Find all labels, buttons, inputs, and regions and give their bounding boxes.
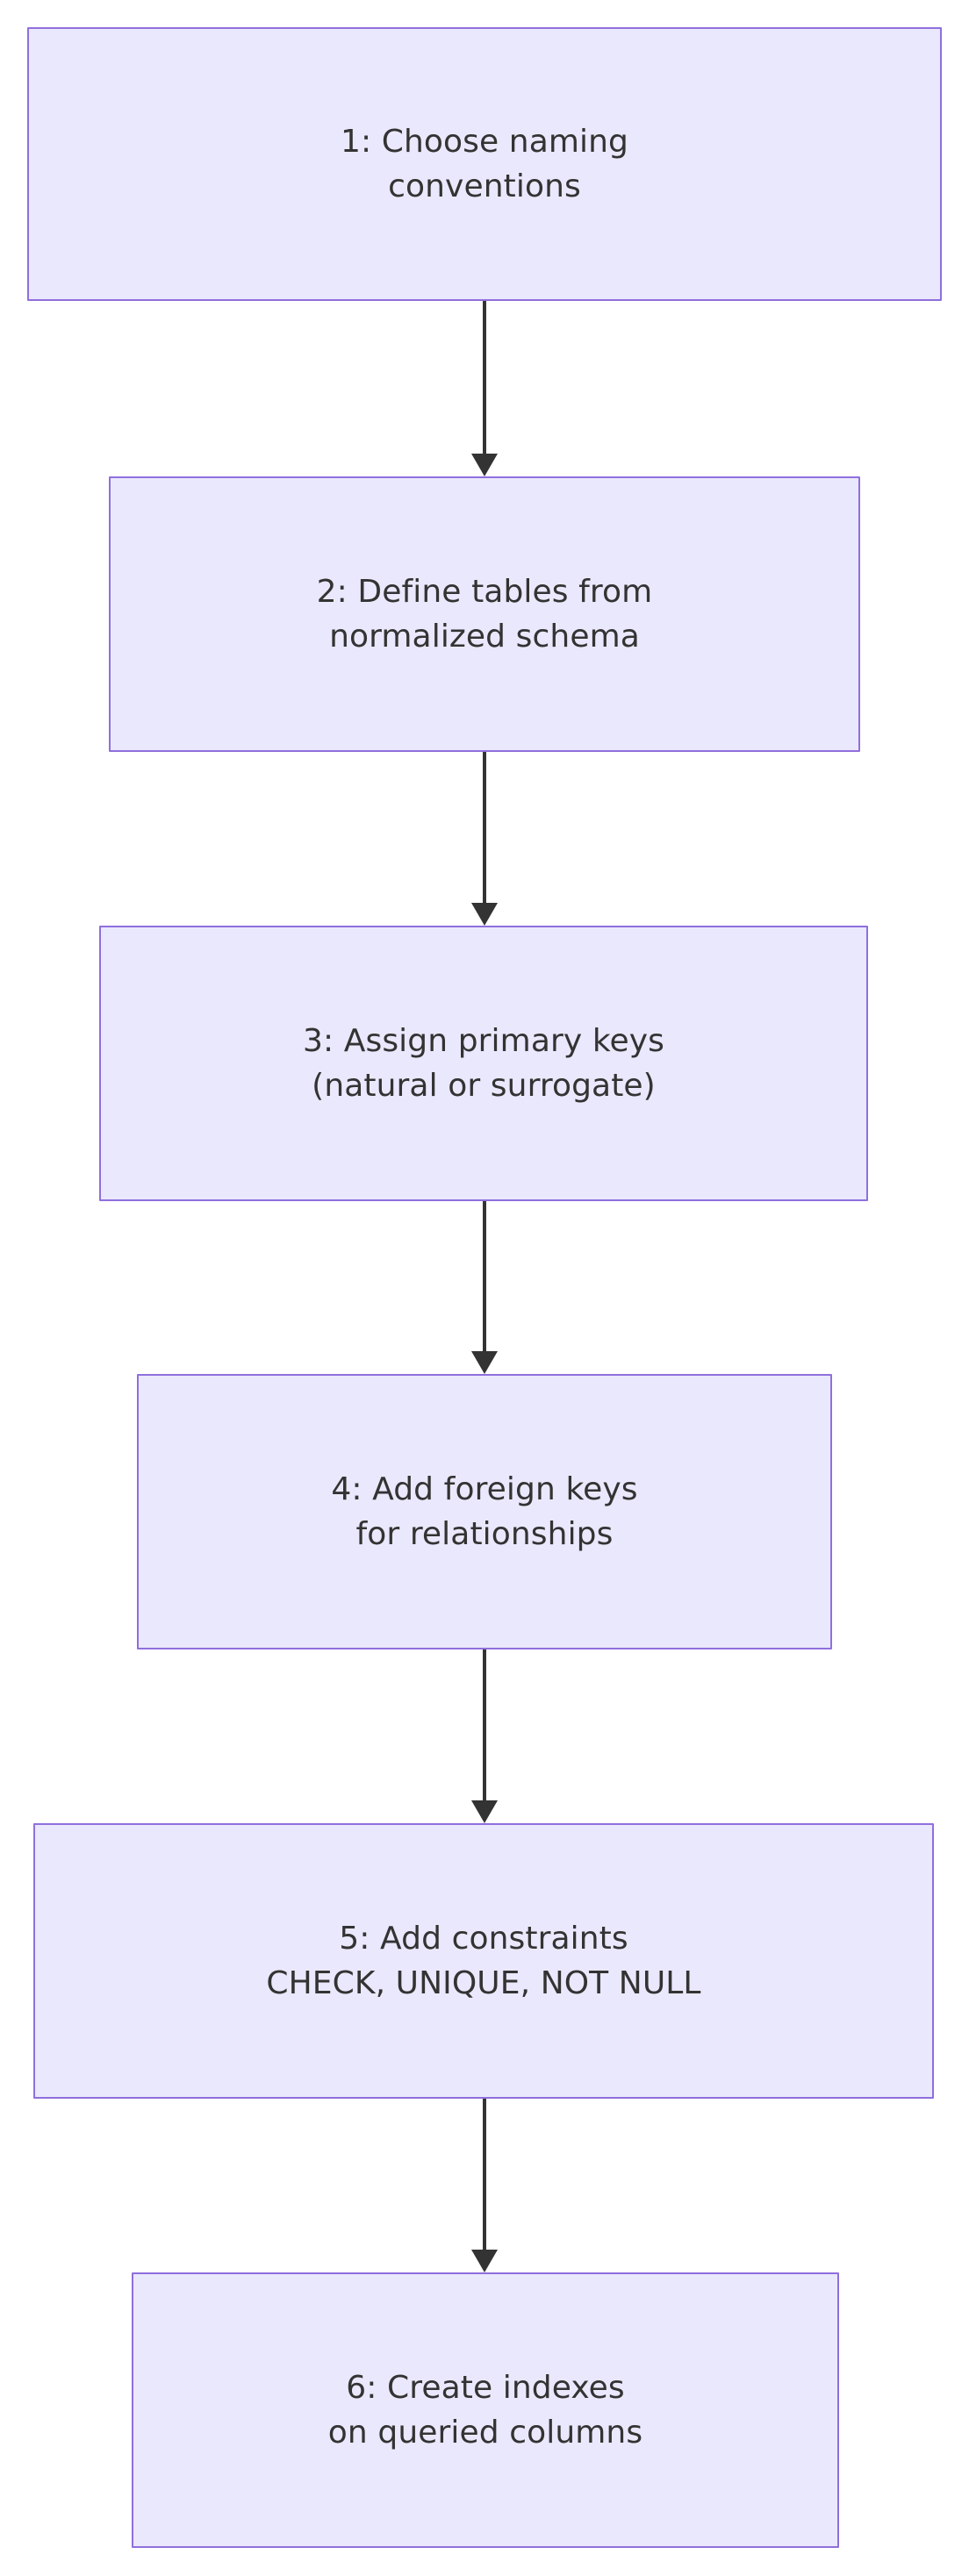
flowchart-node-step1[interactable]: 1: Choose naming conventions — [27, 27, 942, 301]
arrow-head-icon — [471, 1800, 498, 1823]
arrow-shaft — [483, 1201, 486, 1353]
node-label-line: 4: Add foreign keys — [331, 1470, 638, 1507]
arrow-head-icon — [471, 2250, 498, 2272]
arrow-head-icon — [471, 454, 498, 476]
arrow-head-icon — [471, 903, 498, 926]
arrow-shaft — [483, 2099, 486, 2251]
node-label-line: 2: Define tables from — [316, 573, 653, 610]
node-label-line: conventions — [388, 168, 581, 204]
arrow-shaft — [483, 1649, 486, 1802]
node-label-line: 6: Create indexes — [346, 2369, 625, 2406]
flowchart-node-step6[interactable]: 6: Create indexes on queried columns — [132, 2272, 839, 2548]
arrow-shaft — [483, 752, 486, 905]
flowchart-node-step2[interactable]: 2: Define tables from normalized schema — [109, 476, 860, 752]
node-label-line: 5: Add constraints — [339, 1920, 628, 1957]
node-label-line: on queried columns — [327, 2415, 643, 2451]
flowchart-node-step4[interactable]: 4: Add foreign keys for relationships — [137, 1374, 832, 1649]
node-label-line: 3: Assign primary keys — [302, 1022, 665, 1059]
node-label-line: CHECK, UNIQUE, NOT NULL — [266, 1965, 701, 2001]
node-label-line: normalized schema — [329, 619, 640, 655]
arrow-head-icon — [471, 1351, 498, 1374]
flowchart-node-step3[interactable]: 3: Assign primary keys (natural or surrog… — [99, 926, 868, 1201]
arrow-shaft — [483, 301, 486, 455]
node-label-line: for relationships — [355, 1516, 614, 1552]
node-label-line: 1: Choose naming — [340, 123, 629, 160]
node-label-line: (natural or surrogate) — [312, 1068, 656, 1104]
